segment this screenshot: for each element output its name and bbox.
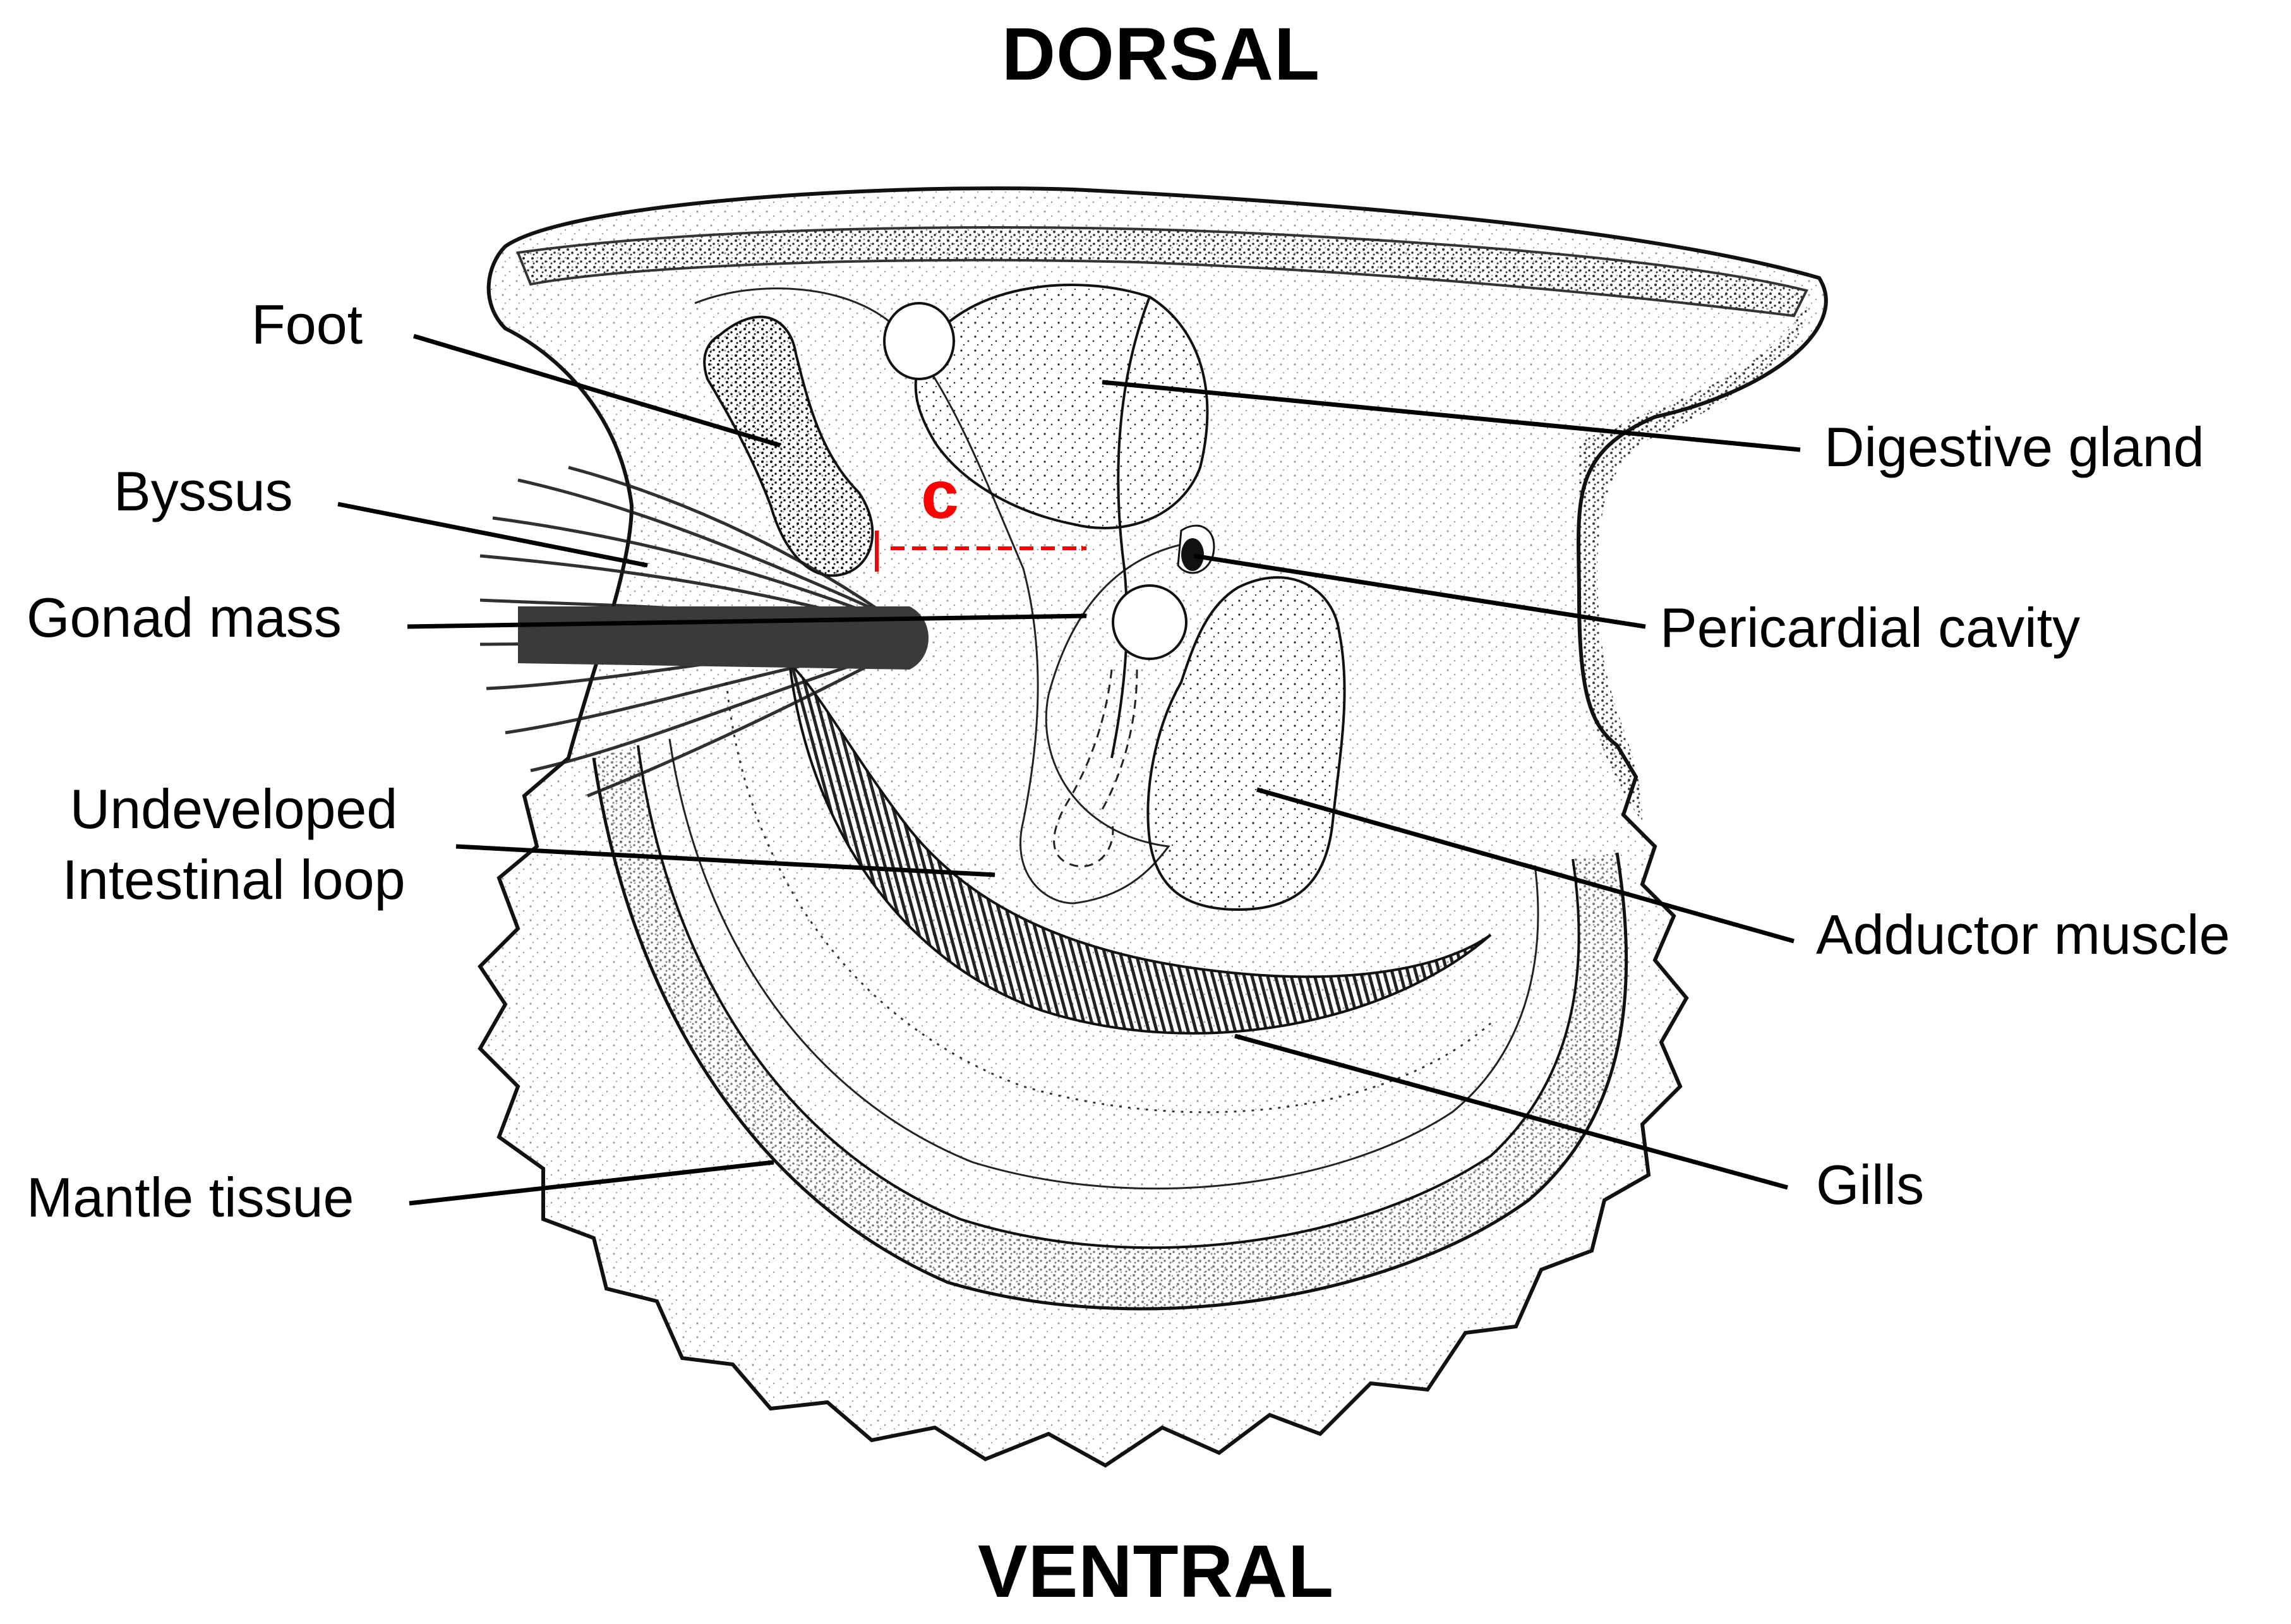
adductor-muscle-shape bbox=[1146, 576, 1346, 911]
label-pericardial-cavity: Pericardial cavity bbox=[1660, 596, 2081, 659]
arrow-digestive-gland bbox=[1102, 380, 1801, 452]
label-intestinal-loop-line1: Undeveloped bbox=[69, 778, 398, 840]
pericardial-shape bbox=[1112, 524, 1215, 660]
label-adductor-muscle: Adductor muscle bbox=[1816, 903, 2230, 966]
dorsal-heading: DORSAL bbox=[1001, 13, 1321, 96]
arrow-byssus bbox=[337, 502, 648, 568]
gills-shape bbox=[725, 659, 1492, 1114]
label-foot: Foot bbox=[251, 293, 363, 356]
arrow-adductor-muscle bbox=[1256, 787, 1795, 944]
hinge-band bbox=[516, 226, 1808, 318]
intestine-shape bbox=[1053, 669, 1138, 867]
arrow-mantle-tissue bbox=[409, 1160, 774, 1206]
digestive-gland-shape bbox=[883, 284, 1209, 759]
label-gonad-mass: Gonad mass bbox=[27, 586, 342, 649]
label-mantle-tissue: Mantle tissue bbox=[27, 1166, 354, 1229]
section-marker bbox=[875, 531, 1087, 572]
label-digestive-gland: Digestive gland bbox=[1824, 416, 2204, 478]
arrow-gonad-mass bbox=[407, 613, 1087, 629]
arrow-foot bbox=[412, 334, 781, 448]
ventral-heading: VENTRAL bbox=[977, 1530, 1335, 1613]
arrow-intestinal-loop bbox=[455, 844, 995, 878]
label-intestinal-loop: Undeveloped Intestinal loop bbox=[25, 774, 442, 915]
label-byssus: Byssus bbox=[114, 460, 293, 522]
label-intestinal-loop-line2: Intestinal loop bbox=[62, 848, 406, 911]
arrow-gills bbox=[1234, 1033, 1788, 1190]
section-marker-label: c bbox=[921, 456, 959, 532]
mantle-band bbox=[592, 738, 1628, 1311]
byssus-core bbox=[518, 606, 929, 670]
leader-lines bbox=[337, 334, 1801, 1206]
arrow-pericardial-cavity bbox=[1193, 553, 1646, 629]
foot-shape bbox=[703, 315, 874, 577]
label-gills: Gills bbox=[1816, 1153, 1925, 1216]
